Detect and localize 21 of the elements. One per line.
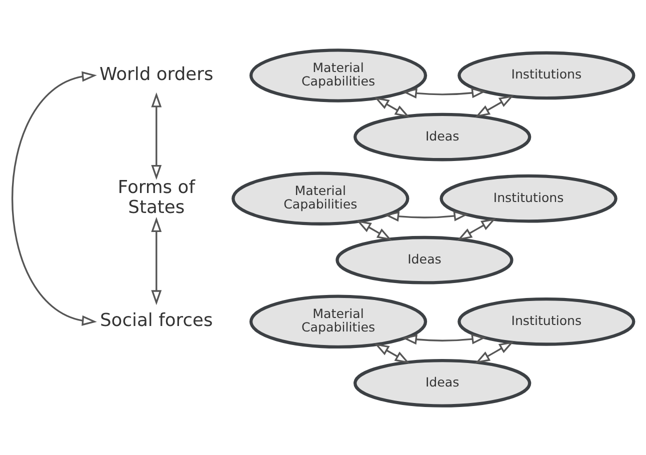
arrow (457, 218, 496, 240)
node-ellipse: Material Capabilities (249, 48, 428, 102)
arrow (151, 216, 162, 305)
node-ellipse: Material Capabilities (249, 294, 428, 348)
arrow (356, 220, 392, 240)
node-ellipse: Ideas (336, 235, 514, 284)
node-text: Social forces (100, 309, 213, 330)
node-text: World orders (100, 63, 214, 84)
arrow (402, 87, 487, 98)
arrow (12, 70, 97, 326)
arrow (475, 340, 514, 363)
arrow (151, 92, 162, 180)
node-text: Forms of States (118, 176, 195, 218)
node-ellipse: Material Capabilities (232, 171, 410, 225)
arrow (374, 96, 410, 117)
arrow (475, 94, 514, 117)
arrow (374, 342, 410, 364)
arrow (384, 210, 469, 222)
node-ellipse: Ideas (354, 358, 532, 407)
arrow (402, 333, 487, 344)
node-ellipse: Ideas (354, 112, 532, 161)
